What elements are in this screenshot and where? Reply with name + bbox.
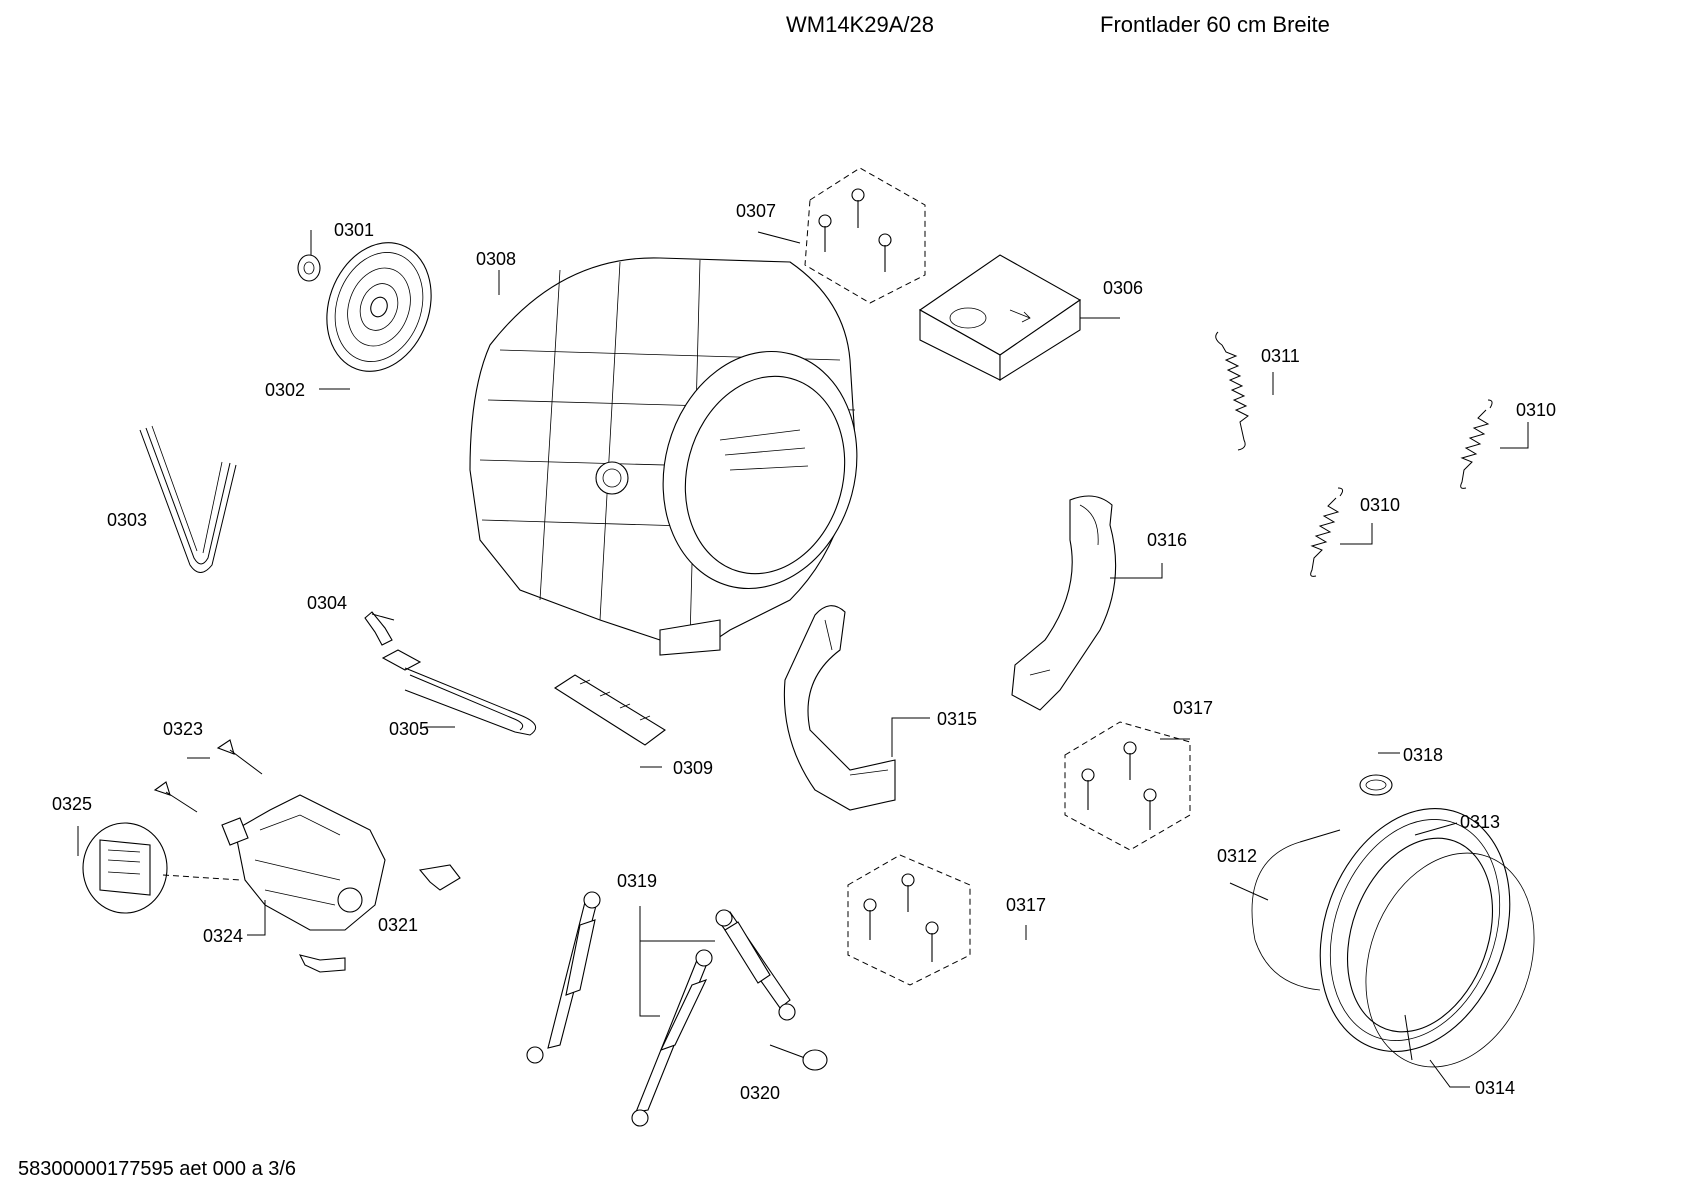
- callout-0301: 0301: [334, 220, 375, 240]
- part-0312-wire-ring: [1251, 829, 1341, 991]
- callout-0303: 0303: [107, 510, 148, 530]
- callout-0316: 0316: [1147, 530, 1188, 550]
- part-0313-door-seal: [1319, 808, 1511, 1052]
- part-0325-connector: [82, 822, 241, 914]
- callout-0321: 0321: [378, 915, 419, 935]
- callout-0304: 0304: [307, 593, 348, 613]
- callout-0314: 0314: [1475, 1078, 1516, 1098]
- part-0315-bracket: [783, 605, 896, 811]
- part-0316-bracket: [1011, 495, 1117, 711]
- callout-0323: 0323: [163, 719, 204, 739]
- part-0319-shock-absorber-3: [715, 909, 796, 1021]
- part-0309-strip: [553, 674, 666, 746]
- part-0304-sensor: [364, 611, 393, 646]
- part-0323-screws: [153, 739, 263, 813]
- callout-0309: 0309: [673, 758, 714, 778]
- callout-0320: 0320: [740, 1083, 781, 1103]
- model-number: WM14K29A/28: [786, 12, 934, 37]
- part-0321-clips: [298, 864, 461, 973]
- part-0318-clamp: [1359, 774, 1393, 796]
- part-0314-clamp-ring: [1365, 852, 1535, 1068]
- part-0320-bolt: [769, 1044, 828, 1071]
- callout-0318: 0318: [1403, 745, 1444, 765]
- callout-0325: 0325: [52, 794, 93, 814]
- callout-0308: 0308: [476, 249, 517, 269]
- part-0303-belt: [139, 425, 237, 573]
- callout-0310-lower: 0310: [1360, 495, 1401, 515]
- callout-0306: 0306: [1103, 278, 1144, 298]
- part-0307-screw-set: [804, 167, 926, 304]
- part-0319-shock-absorber-2: [631, 949, 713, 1127]
- part-0301-nut: [297, 254, 321, 282]
- callout-0317-lower: 0317: [1006, 895, 1047, 915]
- part-0319-shock-absorber-1: [526, 891, 601, 1064]
- document-code: 58300000177595 aet 000 a 3/6: [18, 1158, 297, 1180]
- callout-0324: 0324: [203, 926, 244, 946]
- callout-0317-upper: 0317: [1173, 698, 1214, 718]
- callout-0311: 0311: [1261, 346, 1300, 366]
- part-0317-screw-set-lower: [847, 854, 971, 986]
- part-0317-screw-set-upper: [1064, 721, 1191, 851]
- appliance-description: Frontlader 60 cm Breite: [1100, 12, 1330, 37]
- part-0310-spring-lower: [1310, 487, 1344, 577]
- part-0302-pulley: [326, 242, 432, 372]
- callout-0313: 0313: [1460, 812, 1501, 832]
- leader-lines: [77, 230, 1529, 1088]
- callout-0319: 0319: [617, 871, 658, 891]
- callout-0310-upper: 0310: [1516, 400, 1557, 420]
- callout-0305: 0305: [389, 719, 430, 739]
- callout-0312: 0312: [1217, 846, 1258, 866]
- part-0324-motor: [221, 794, 386, 931]
- callout-0315: 0315: [937, 709, 978, 729]
- callout-0307: 0307: [736, 201, 777, 221]
- part-0310-spring-upper: [1460, 399, 1493, 489]
- part-0306-cover: [918, 254, 1082, 381]
- callout-0302: 0302: [265, 380, 306, 400]
- part-0305-heater: [381, 649, 537, 736]
- part-0308-tub: [469, 257, 858, 656]
- part-0311-spring: [1215, 331, 1249, 451]
